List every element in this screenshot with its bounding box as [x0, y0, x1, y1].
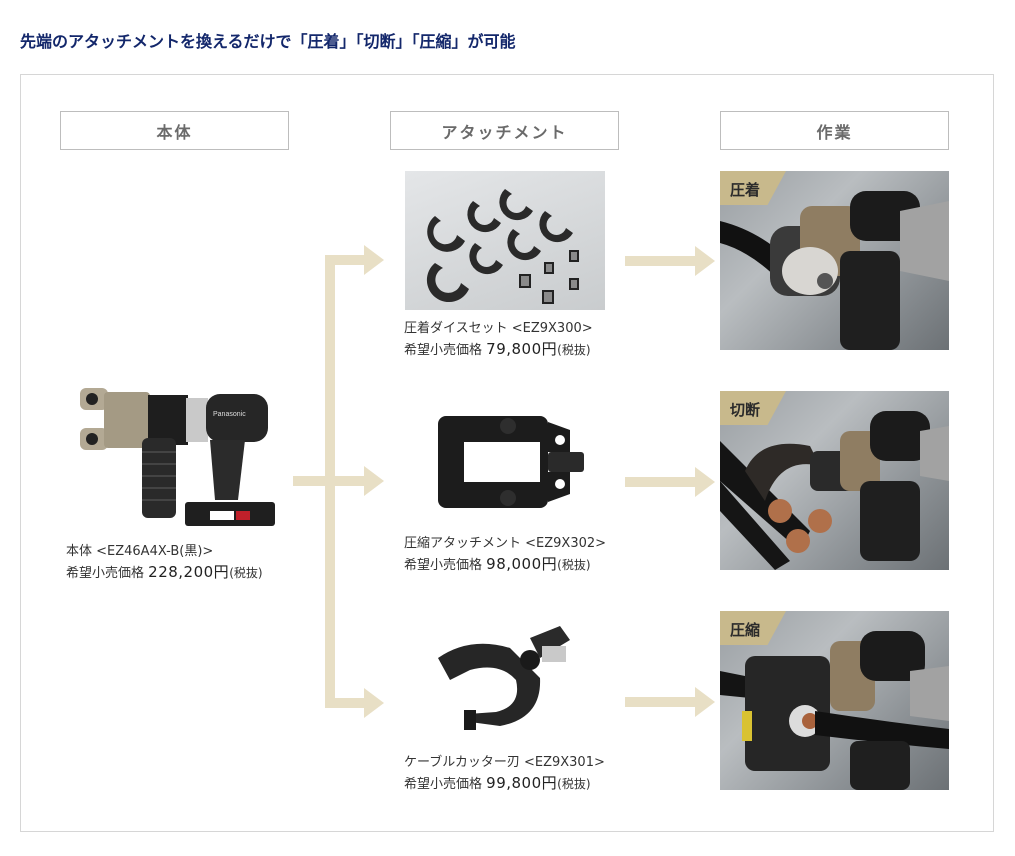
main-body-caption: 本体 <EZ46A4X-B(黒)> 希望小売価格 228,200円(税抜)	[66, 541, 263, 584]
price-value: 98,000円	[486, 555, 558, 573]
attachment-caption-3: ケーブルカッター刃 <EZ9X301> 希望小売価格 99,800円(税抜)	[404, 752, 605, 795]
work-label-cutting: 切断	[730, 401, 761, 419]
arrow-head-icon	[364, 688, 384, 718]
cutting-scene-icon	[720, 411, 949, 570]
attachment-price-line: 希望小売価格 98,000円(税抜)	[404, 554, 606, 576]
tax-note: (税抜)	[557, 343, 591, 357]
arrow-head-icon	[695, 246, 715, 276]
cutter-blade-icon	[438, 626, 570, 730]
crimp-die-set-image	[405, 171, 605, 310]
compression-work-photo: 圧縮	[720, 611, 949, 790]
price-value: 228,200円	[148, 563, 230, 581]
main-body-tool-image: Panasonic	[70, 380, 280, 530]
attachment-caption-2: 圧縮アタッチメント <EZ9X302> 希望小売価格 98,000円(税抜)	[404, 533, 606, 576]
arrow-head-icon	[364, 245, 384, 275]
arrow-to-crimping	[625, 256, 697, 266]
compression-head-icon	[438, 416, 584, 508]
price-label: 希望小売価格	[404, 777, 483, 792]
tax-note: (税抜)	[229, 566, 263, 580]
crimping-work-photo: 圧着	[720, 171, 949, 350]
compression-scene-icon	[720, 631, 949, 790]
price-value: 79,800円	[486, 340, 558, 358]
price-label: 希望小売価格	[404, 558, 483, 573]
page-title: 先端のアタッチメントを換えるだけで「圧着」「切断」「圧縮」が可能	[20, 31, 516, 51]
arrow-head-icon	[695, 467, 715, 497]
arrow-head-icon	[364, 466, 384, 496]
attachment-name: 圧縮アタッチメント <EZ9X302>	[404, 536, 607, 551]
main-body-name: 本体 <EZ46A4X-B(黒)>	[66, 544, 214, 559]
work-label-compression: 圧縮	[730, 621, 761, 639]
work-label-crimping: 圧着	[730, 181, 761, 199]
branch-arm-middle	[293, 476, 365, 486]
price-label: 希望小売価格	[66, 566, 145, 581]
attachment-price-line: 希望小売価格 79,800円(税抜)	[404, 339, 593, 361]
arrow-to-compression	[625, 697, 697, 707]
compression-attachment-image	[430, 412, 590, 512]
svg-text:Panasonic: Panasonic	[213, 411, 246, 418]
die-set-icon	[426, 189, 579, 304]
column-header-work: 作業	[720, 111, 949, 150]
crimping-scene-icon	[720, 191, 949, 350]
branch-arm-top	[325, 255, 365, 265]
cable-cutter-blade-image	[430, 618, 590, 738]
branch-arm-bottom	[325, 698, 365, 708]
hydraulic-tool-icon: Panasonic	[80, 388, 275, 526]
main-body-price-line: 希望小売価格 228,200円(税抜)	[66, 562, 263, 584]
price-value: 99,800円	[486, 774, 558, 792]
attachment-name: 圧着ダイスセット <EZ9X300>	[404, 321, 593, 336]
tax-note: (税抜)	[557, 558, 591, 572]
column-header-attachment: アタッチメント	[390, 111, 619, 150]
attachment-caption-1: 圧着ダイスセット <EZ9X300> 希望小売価格 79,800円(税抜)	[404, 318, 593, 361]
arrow-to-cutting	[625, 477, 697, 487]
attachment-name: ケーブルカッター刃 <EZ9X301>	[404, 755, 605, 770]
price-label: 希望小売価格	[404, 343, 483, 358]
tax-note: (税抜)	[557, 777, 591, 791]
arrow-head-icon	[695, 687, 715, 717]
column-header-body: 本体	[60, 111, 289, 150]
cutting-work-photo: 切断	[720, 391, 949, 570]
attachment-price-line: 希望小売価格 99,800円(税抜)	[404, 773, 605, 795]
